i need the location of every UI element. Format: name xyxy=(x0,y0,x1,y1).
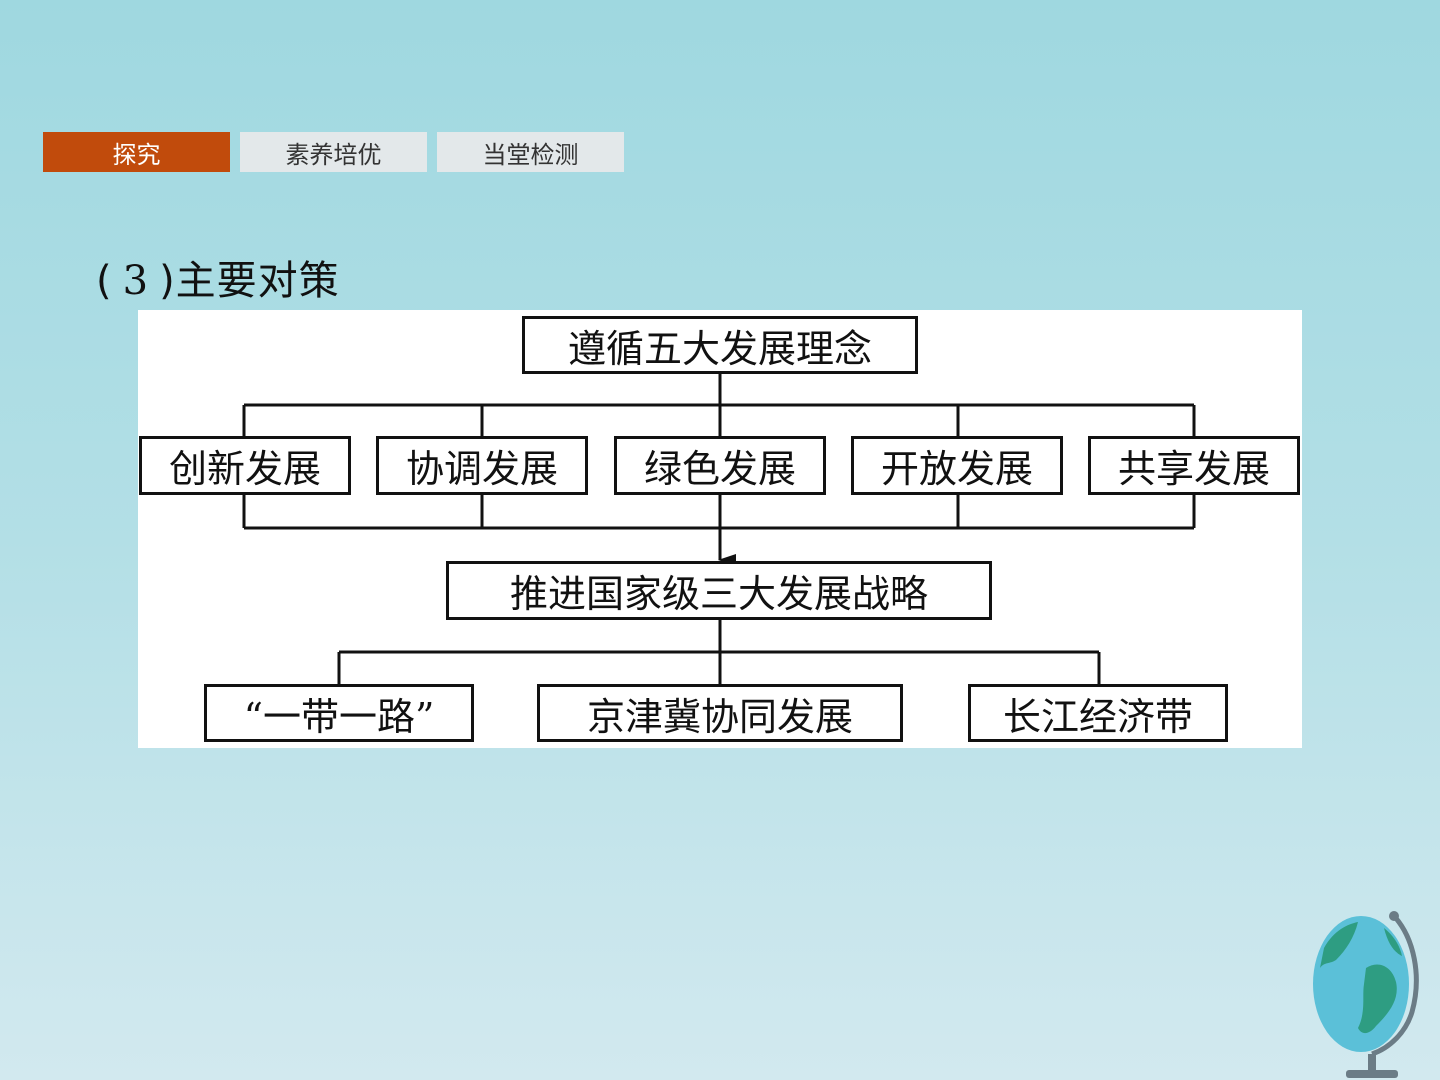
close-paren: ) xyxy=(159,258,176,304)
node-coordinated-development: 协调发展 xyxy=(376,436,588,495)
section-number: 3 xyxy=(122,258,150,304)
node-five-development-concepts: 遵循五大发展理念 xyxy=(522,316,918,374)
globe-icon xyxy=(1313,911,1419,1078)
tab-explore[interactable]: 探究 xyxy=(43,132,230,172)
tab-literacy-improvement[interactable]: 素养培优 xyxy=(240,132,427,172)
diagram-connectors xyxy=(242,374,1196,684)
nav-tabs: 探究 素养培优 当堂检测 xyxy=(43,132,624,172)
node-shared-development: 共享发展 xyxy=(1088,436,1300,495)
node-belt-and-road: “一带一路” xyxy=(204,684,474,742)
section-title-text: 主要对策 xyxy=(175,258,340,304)
node-open-development: 开放发展 xyxy=(851,436,1063,495)
node-jingjinji-coordination: 京津冀协同发展 xyxy=(537,684,903,742)
node-yangtze-economic-belt: 长江经济带 xyxy=(968,684,1228,742)
node-national-strategies: 推进国家级三大发展战略 xyxy=(446,561,992,620)
strategy-diagram: 遵循五大发展理念 创新发展 协调发展 绿色发展 开放发展 共享发展 推进国家级三… xyxy=(138,310,1302,748)
tab-in-class-test[interactable]: 当堂检测 xyxy=(437,132,624,172)
node-innovative-development: 创新发展 xyxy=(139,436,351,495)
node-green-development: 绿色发展 xyxy=(614,436,826,495)
section-title: (3)主要对策 xyxy=(96,248,340,306)
open-paren: ( xyxy=(96,258,113,304)
